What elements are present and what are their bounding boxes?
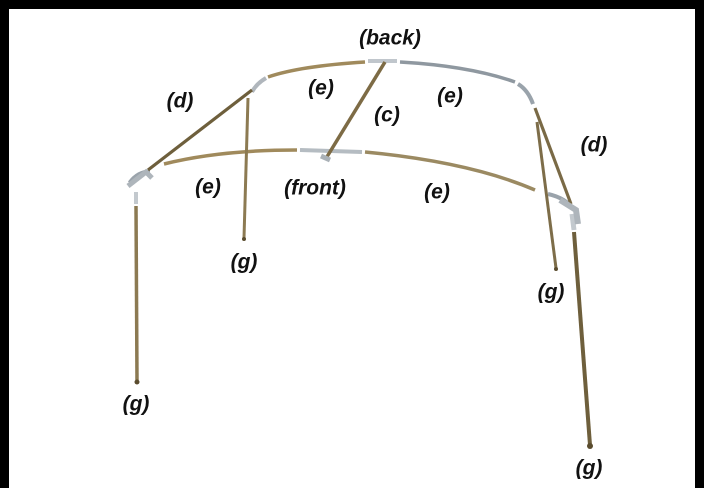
label-g-inner-right: (g) xyxy=(537,280,565,304)
left-diagonal-brace-tube xyxy=(147,88,253,172)
label-e-front-left: (e) xyxy=(195,175,221,199)
left-corner-fitting xyxy=(126,168,154,188)
outer-right-leg-tube xyxy=(572,231,592,446)
front-bow-left-tube xyxy=(163,148,298,166)
back-bow-right-tube xyxy=(399,60,516,84)
label-d-left: (d) xyxy=(166,89,194,113)
label-e-back-right: (e) xyxy=(437,84,463,108)
label-e-front-right: (e) xyxy=(424,180,450,204)
label-front: (front) xyxy=(284,176,346,200)
label-g-inner-left: (g) xyxy=(230,250,258,274)
right-diagonal-brace-tube xyxy=(533,107,573,205)
label-e-back-left: (e) xyxy=(308,76,334,100)
back-bow-right-end xyxy=(516,82,535,105)
outer-left-leg-end-cap xyxy=(134,379,140,385)
outer-right-leg-end-cap xyxy=(587,443,593,449)
outer-right-leg-top-fitting xyxy=(569,213,577,231)
inner-left-leg-tube xyxy=(242,97,250,239)
label-g-outer-right: (g) xyxy=(575,456,603,480)
center-brace-fitting xyxy=(319,153,332,163)
inner-left-leg-end-cap xyxy=(242,237,246,241)
front-bow-right-tube xyxy=(364,150,536,192)
outer-left-leg-tube xyxy=(134,205,139,381)
label-d-right: (d) xyxy=(580,133,608,157)
back-bow-left-end xyxy=(250,76,268,93)
label-c: (c) xyxy=(374,103,400,127)
center-brace-tube xyxy=(323,61,387,161)
back-bow-left-tube xyxy=(267,60,366,79)
right-corner-fitting xyxy=(558,197,581,225)
inner-right-leg-end-cap xyxy=(554,267,558,271)
label-back: (back) xyxy=(359,26,421,50)
label-g-outer-left: (g) xyxy=(122,392,150,416)
inner-right-leg-tube xyxy=(535,121,558,269)
